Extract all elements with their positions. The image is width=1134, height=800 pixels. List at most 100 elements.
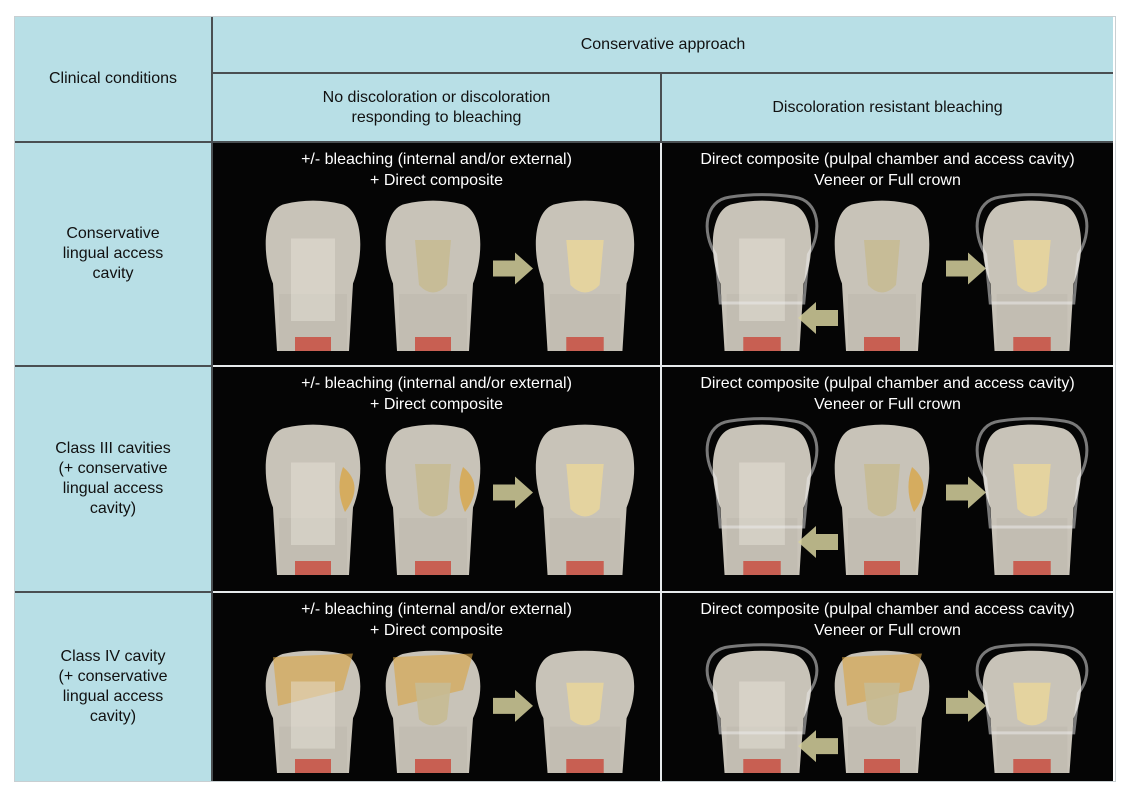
row-label-line: lingual access [62, 688, 164, 705]
tooth [705, 193, 819, 351]
tooth [535, 424, 635, 575]
tooth [535, 650, 635, 773]
tooth [705, 643, 819, 773]
crown-outline [975, 643, 1089, 735]
tooth [265, 424, 361, 575]
crown-outline [705, 417, 819, 529]
header-clinical-conditions: Clinical conditions [15, 17, 211, 141]
arrow-icon [798, 730, 838, 763]
composite-area [739, 462, 785, 545]
tooth [975, 417, 1089, 575]
tooth [385, 424, 481, 575]
row-label-line: lingual access [62, 480, 164, 497]
caption-line: Veneer or Full crown [814, 172, 961, 189]
panel-caption: +/- bleaching (internal and/or external)… [213, 149, 660, 191]
root-apex [566, 759, 604, 773]
grid-line [660, 74, 662, 143]
pulp-chamber [415, 464, 451, 517]
root-apex [566, 561, 604, 575]
tooth [975, 193, 1089, 351]
composite-area [291, 681, 335, 749]
root-apex [1013, 759, 1051, 773]
root-apex [415, 561, 451, 575]
row-label-line: Class III cavities [55, 440, 171, 457]
pulp-chamber [566, 464, 604, 517]
root-apex [864, 337, 900, 351]
pulp-chamber [415, 682, 451, 726]
row-label-line: lingual access [62, 245, 164, 262]
composite-area [291, 462, 335, 545]
root-apex [864, 759, 900, 773]
header-col1-line: No discoloration or discoloration [322, 88, 551, 106]
crown-outline [705, 643, 819, 735]
tooth-illustration [705, 417, 1089, 575]
row-label-class-iv: Class IV cavity (+ conservative lingual … [15, 593, 211, 781]
panel-r0-c0: +/- bleaching (internal and/or external)… [213, 143, 660, 365]
arrow-icon [493, 252, 533, 285]
row-label-line: (+ conservative [58, 460, 168, 477]
defect-proximal [908, 467, 924, 512]
panel-caption: +/- bleaching (internal and/or external)… [213, 599, 660, 641]
root-apex [743, 759, 781, 773]
root-apex [743, 561, 781, 575]
row-label-line: cavity [92, 265, 134, 282]
grid-line [211, 17, 213, 781]
arrow-icon [798, 302, 838, 334]
header-col2-line: Discoloration resistant bleaching [772, 98, 1003, 116]
grid-line [660, 143, 662, 781]
panel-r1-c1: Direct composite (pulpal chamber and acc… [662, 367, 1113, 591]
crown-outline [975, 193, 1089, 305]
tooth-illustration [705, 193, 1089, 351]
grid-line [213, 72, 1113, 74]
header-approach-label: Conservative approach [580, 35, 746, 53]
header-col-no-discoloration: No discoloration or discoloration respon… [213, 74, 660, 141]
root-apex [1013, 561, 1051, 575]
header-conservative-approach: Conservative approach [213, 17, 1113, 72]
tooth [975, 643, 1089, 773]
root-apex [1013, 337, 1051, 351]
pulp-chamber [864, 464, 900, 517]
tooth [385, 200, 481, 351]
grid-line [15, 591, 211, 593]
panel-r0-c1: Direct composite (pulpal chamber and acc… [662, 143, 1113, 365]
panel-r2-c1: Direct composite (pulpal chamber and acc… [662, 593, 1113, 781]
row-label-line: Class IV cavity [60, 648, 166, 665]
header-col-resistant: Discoloration resistant bleaching [662, 74, 1113, 141]
root-apex [566, 337, 604, 351]
row-label-conservative: Conservative lingual access cavity [15, 143, 211, 365]
root-apex [743, 337, 781, 351]
caption-line: Veneer or Full crown [814, 396, 961, 413]
pulp-chamber [1013, 464, 1051, 517]
caption-line: + Direct composite [370, 622, 503, 639]
arrow-icon [946, 689, 986, 722]
tooth [535, 200, 635, 351]
treatment-table: Clinical conditions Conservative approac… [14, 16, 1116, 782]
caption-line: +/- bleaching (internal and/or external) [301, 151, 572, 168]
arrow-icon [946, 252, 986, 285]
caption-line: Direct composite (pulpal chamber and acc… [700, 151, 1075, 168]
defect-incisal [273, 653, 353, 706]
caption-line: + Direct composite [370, 396, 503, 413]
row-label-line: cavity) [89, 708, 137, 725]
defect-incisal [393, 653, 473, 706]
tooth [834, 650, 930, 773]
arrow-icon [493, 689, 533, 722]
root-apex [415, 337, 451, 351]
composite-area [739, 681, 785, 749]
arrow-icon [493, 476, 533, 509]
defect-proximal [339, 467, 355, 512]
root-apex [295, 337, 331, 351]
row-label-line: cavity) [89, 500, 137, 517]
root-apex [864, 561, 900, 575]
pulp-chamber [864, 682, 900, 726]
panel-r1-c0: +/- bleaching (internal and/or external)… [213, 367, 660, 591]
tooth [265, 200, 361, 351]
grid-line [15, 141, 1113, 143]
tooth-illustration [265, 650, 635, 773]
crown-outline [975, 417, 1089, 529]
panel-caption: +/- bleaching (internal and/or external)… [213, 373, 660, 415]
root-apex [415, 759, 451, 773]
header-clinical-conditions-label: Clinical conditions [48, 70, 178, 87]
defect-proximal [459, 467, 475, 512]
composite-area [739, 238, 785, 321]
